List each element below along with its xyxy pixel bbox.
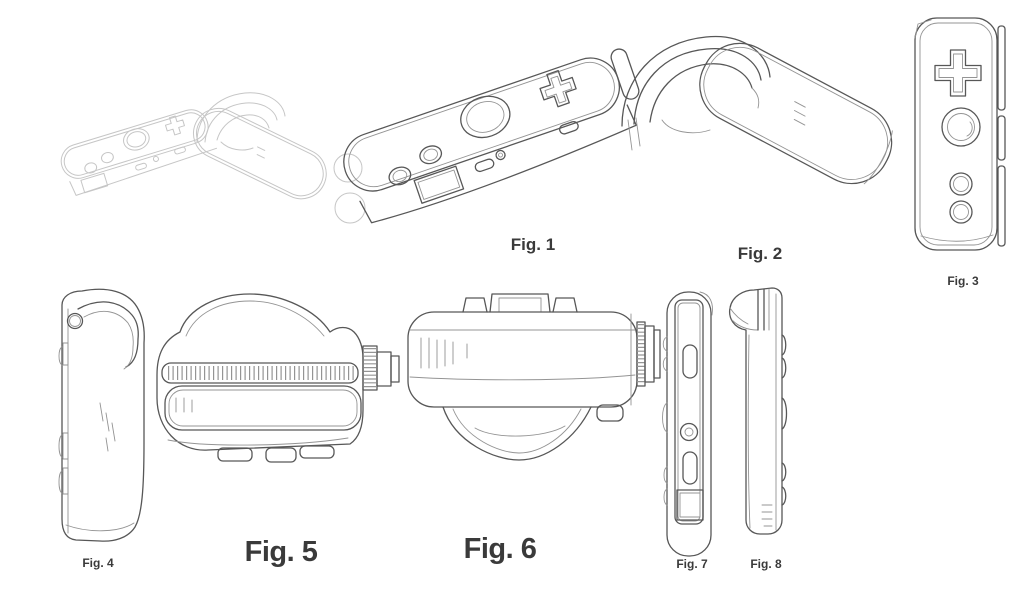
- joycon-side-view-drawing: [58, 288, 145, 542]
- figure-2-label: Fig. 2: [737, 244, 783, 263]
- ribbed-rail-band: [161, 362, 359, 384]
- trigger-beak: [729, 288, 770, 331]
- sensor-window: [676, 489, 704, 521]
- bottom-dome: [442, 406, 592, 461]
- ghost-controller-front: [60, 109, 217, 196]
- controller-body: [914, 17, 998, 251]
- connector-end: [596, 321, 661, 422]
- trigger-housing: [621, 35, 771, 151]
- figure-6-label: Fig. 6: [463, 533, 537, 565]
- joycon-outer-side-view-drawing: [728, 287, 788, 535]
- edge-bumps: [781, 334, 788, 506]
- figure-5-label: Fig. 5: [244, 536, 318, 568]
- analog-stick: [460, 95, 511, 139]
- figure-4-label: Fig. 4: [82, 556, 114, 570]
- edge-bumps: [662, 336, 668, 506]
- rail-buttons: [679, 344, 699, 485]
- side-rail-strip: [997, 25, 1006, 247]
- joycon-rail-side-view-drawing: [662, 291, 713, 557]
- surface-hatch-lines: [99, 402, 116, 452]
- joycon-bottom-view-drawing: [407, 293, 661, 461]
- small-buttons: [388, 145, 443, 186]
- joycon-back-perspective-drawing: [621, 35, 893, 185]
- joycon-front-view-drawing: [914, 17, 1006, 251]
- controller-body: [666, 291, 713, 557]
- dpad-cross-button: [934, 49, 982, 97]
- figure-3-label: Fig. 3: [947, 274, 979, 288]
- small-buttons: [949, 172, 973, 224]
- controller-back-body: [699, 42, 893, 185]
- trigger-curves: [77, 301, 139, 370]
- rail-edge-details: [58, 342, 69, 495]
- joycon-front-perspective-drawing: [343, 48, 640, 224]
- dpad-cross-button: [539, 70, 577, 108]
- bottom-feet-tabs: [217, 445, 335, 463]
- connector-end: [362, 345, 400, 391]
- top-tabs: [462, 293, 578, 313]
- joycon-pair-ghost-drawing: [60, 92, 366, 224]
- controller-body: [156, 293, 364, 451]
- rail-slider: [164, 385, 362, 431]
- surface-rib-lines: [420, 337, 468, 369]
- side-rail: [359, 104, 637, 224]
- figure-8-label: Fig. 8: [750, 557, 782, 571]
- grip-hatch-lines: [761, 504, 773, 527]
- figure-1-label: Fig. 1: [510, 235, 556, 254]
- ghost-cap-fragment: [333, 153, 366, 224]
- figure-7-label: Fig. 7: [676, 557, 708, 571]
- release-button: [66, 312, 84, 330]
- analog-stick: [941, 107, 981, 147]
- joycon-top-view-drawing: [156, 293, 400, 463]
- ghost-controller-back: [193, 92, 327, 200]
- rail-channel: [674, 299, 704, 525]
